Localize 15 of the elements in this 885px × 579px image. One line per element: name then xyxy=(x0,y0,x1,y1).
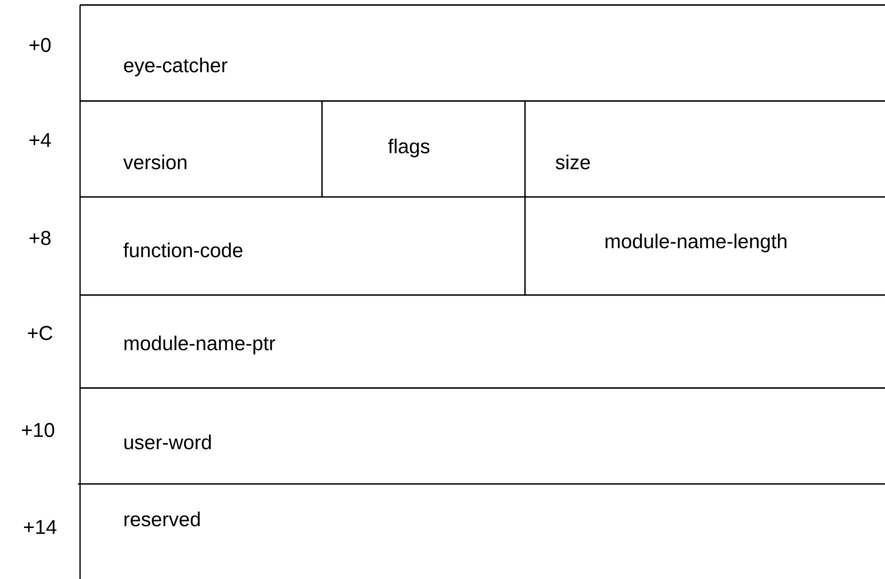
field-label: user-word xyxy=(124,434,211,450)
offset-label: +14 xyxy=(24,520,56,534)
offset-label: +0 xyxy=(30,38,51,52)
field-label: version xyxy=(123,154,186,170)
field-label: reserved xyxy=(124,512,200,526)
field-label: module-name-length xyxy=(606,234,786,252)
offset-label: +4 xyxy=(30,133,51,147)
offset-label: +8 xyxy=(30,230,51,246)
offset-label: +C xyxy=(28,326,52,340)
field-label: flags xyxy=(388,138,430,158)
offset-label: +10 xyxy=(22,422,54,438)
field-label: size xyxy=(556,154,590,170)
field-label: eye-catcher xyxy=(124,58,228,76)
field-label: module-name-ptr xyxy=(124,336,276,354)
field-label: function-code xyxy=(123,242,242,258)
